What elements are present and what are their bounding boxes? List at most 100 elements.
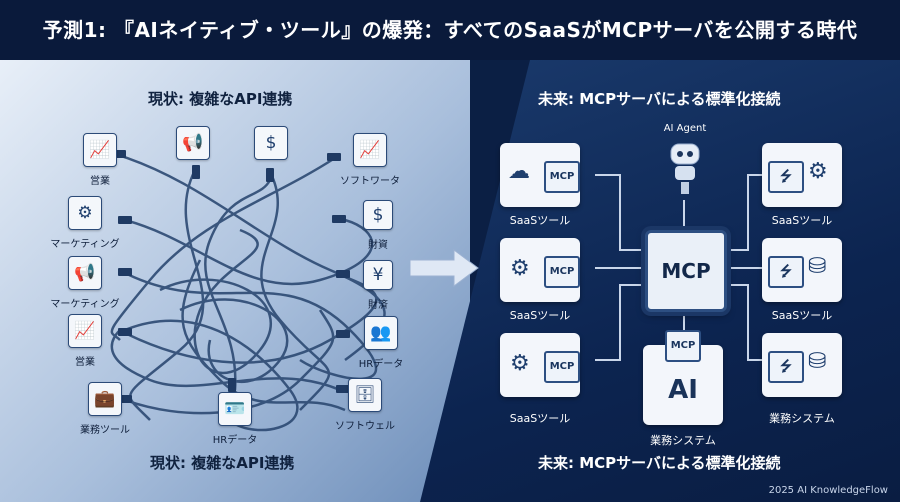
node-label: HRデータ (212, 435, 258, 446)
node-megaphone-top: 📢 (176, 126, 210, 160)
dollar-icon: $ (265, 133, 277, 153)
business-system-tile: ⭍ ⛁ (762, 333, 842, 397)
gear-icon: ⚙ (808, 159, 828, 184)
mcp-hub: MCP (645, 230, 727, 312)
connection-line (595, 284, 645, 361)
tile-label: 業務システム (769, 412, 835, 425)
cable (110, 329, 341, 392)
page-title: 予測1: 『AIネイティブ・ツール』の爆発：すべてのSaaSがMCPサーバを公開… (42, 18, 858, 42)
node-dollar-top: $ (254, 126, 288, 160)
agent-label: AI Agent (663, 123, 707, 134)
ai-big-label: AI (668, 375, 698, 405)
saas-tile-gear-3: ⭍ ⚙ (762, 143, 842, 207)
cable (129, 169, 205, 421)
node-hr-1: 👥 HRデータ (346, 316, 416, 370)
cable (110, 156, 336, 341)
chart-icon: 📈 (89, 140, 111, 160)
node-label: マーケティング (50, 239, 120, 250)
saas-tile-ai: ☁ MCP (500, 143, 580, 207)
cable (124, 309, 335, 415)
cable (124, 271, 378, 380)
tile-label: 業務システム (650, 434, 716, 447)
gear-icon: ⚙ (510, 351, 530, 376)
cable (124, 218, 374, 286)
database-gear-icon: ⛁ (808, 254, 827, 279)
tile-label: SaaSツール (509, 214, 571, 227)
gear-icon: ⚙ (77, 203, 93, 223)
title-bar (0, 0, 900, 60)
connection-line (722, 284, 762, 361)
people-icon: 👥 (370, 323, 392, 343)
node-label: ソフトウェル (335, 421, 395, 432)
node-label: マーケティング (50, 299, 120, 310)
node-marketing-1: ⚙ マーケティング (40, 196, 130, 250)
node-finance-1: $ 財資 (348, 200, 408, 251)
megaphone-icon: 📢 (182, 133, 204, 153)
saas-tile-gear-1: ⚙ MCP (500, 238, 580, 302)
node-label: 財済 (368, 300, 388, 311)
cable-plug (192, 165, 200, 179)
transition-arrow-icon (410, 249, 479, 287)
cable-plug (332, 215, 346, 223)
connection-line (722, 174, 762, 251)
chart-icon: 📈 (74, 321, 96, 341)
saas-tile-database-gear: ⭍ ⛁ (762, 238, 842, 302)
tangled-cables (110, 150, 386, 432)
cable-plug (118, 268, 132, 276)
node-marketing-2: 📢 マーケティング (40, 256, 130, 310)
usb-icon: ⭍ (768, 161, 804, 193)
tile-label: SaaSツール (509, 309, 571, 322)
brand-watermark: 2025 AI KnowledgeFlow (768, 485, 888, 496)
mcp-badge: MCP (544, 161, 580, 193)
mcp-connections (595, 174, 762, 361)
business-system-ai-tile: AI (643, 345, 723, 425)
node-label: 営業 (90, 176, 110, 187)
node-label: ソフトワータ (340, 176, 400, 187)
cable (260, 171, 331, 411)
gear-icon: ⚙ (510, 256, 530, 281)
left-heading-bottom: 現状: 複雑なAPI連携 (150, 454, 295, 472)
cloud-ai-icon: ☁ (508, 159, 530, 184)
tile-label: SaaSツール (771, 309, 833, 322)
chart-icon: 📈 (359, 140, 381, 160)
id-card-icon: 🪪 (224, 399, 246, 419)
cable-plug (336, 330, 350, 338)
node-label: HRデータ (358, 359, 404, 370)
mcp-badge: MCP (544, 351, 580, 383)
yen-icon: ¥ (372, 265, 384, 285)
left-heading-top: 現状: 複雑なAPI連携 (148, 90, 293, 108)
server-user-icon: 🗄 (354, 385, 376, 405)
cable-plug (118, 216, 132, 224)
cable-plug (266, 168, 274, 182)
node-label: 営業 (75, 357, 95, 368)
briefcase-icon: 💼 (94, 389, 116, 409)
robot-icon (670, 143, 700, 194)
cable (159, 228, 272, 375)
tile-label: SaaSツール (771, 214, 833, 227)
cable-plug (327, 153, 341, 161)
mcp-hub-label: MCP (661, 259, 711, 283)
tile-label: SaaSツール (509, 412, 571, 425)
node-sales-1: 📈 営業 (70, 133, 130, 187)
cable (179, 298, 289, 384)
cable-plug (228, 378, 236, 392)
mcp-badge: MCP (665, 330, 701, 362)
mcp-badge: MCP (544, 256, 580, 288)
node-finance-2: ¥ 財済 (348, 260, 408, 311)
node-software-1: 📈 ソフトワータ (330, 133, 410, 187)
node-business-tool: 💼 業務ツール (70, 382, 140, 436)
cable-plug (336, 385, 350, 393)
node-sales-2: 📈 営業 (55, 314, 115, 368)
node-software-2: 🗄 ソフトウェル (330, 378, 400, 432)
node-label: 財資 (368, 240, 388, 251)
cable (204, 179, 272, 391)
node-label: 業務ツール (80, 425, 130, 436)
connection-line (595, 174, 645, 251)
usb-icon: ⭍ (768, 256, 804, 288)
right-heading-bottom: 未来: MCPサーバによる標準化接続 (538, 454, 781, 472)
megaphone-icon: 📢 (74, 263, 96, 283)
right-heading-top: 未来: MCPサーバによる標準化接続 (538, 90, 781, 108)
cable-plug (118, 328, 132, 336)
dollar-icon: $ (372, 205, 384, 225)
ai-agent: AI Agent (650, 123, 720, 202)
